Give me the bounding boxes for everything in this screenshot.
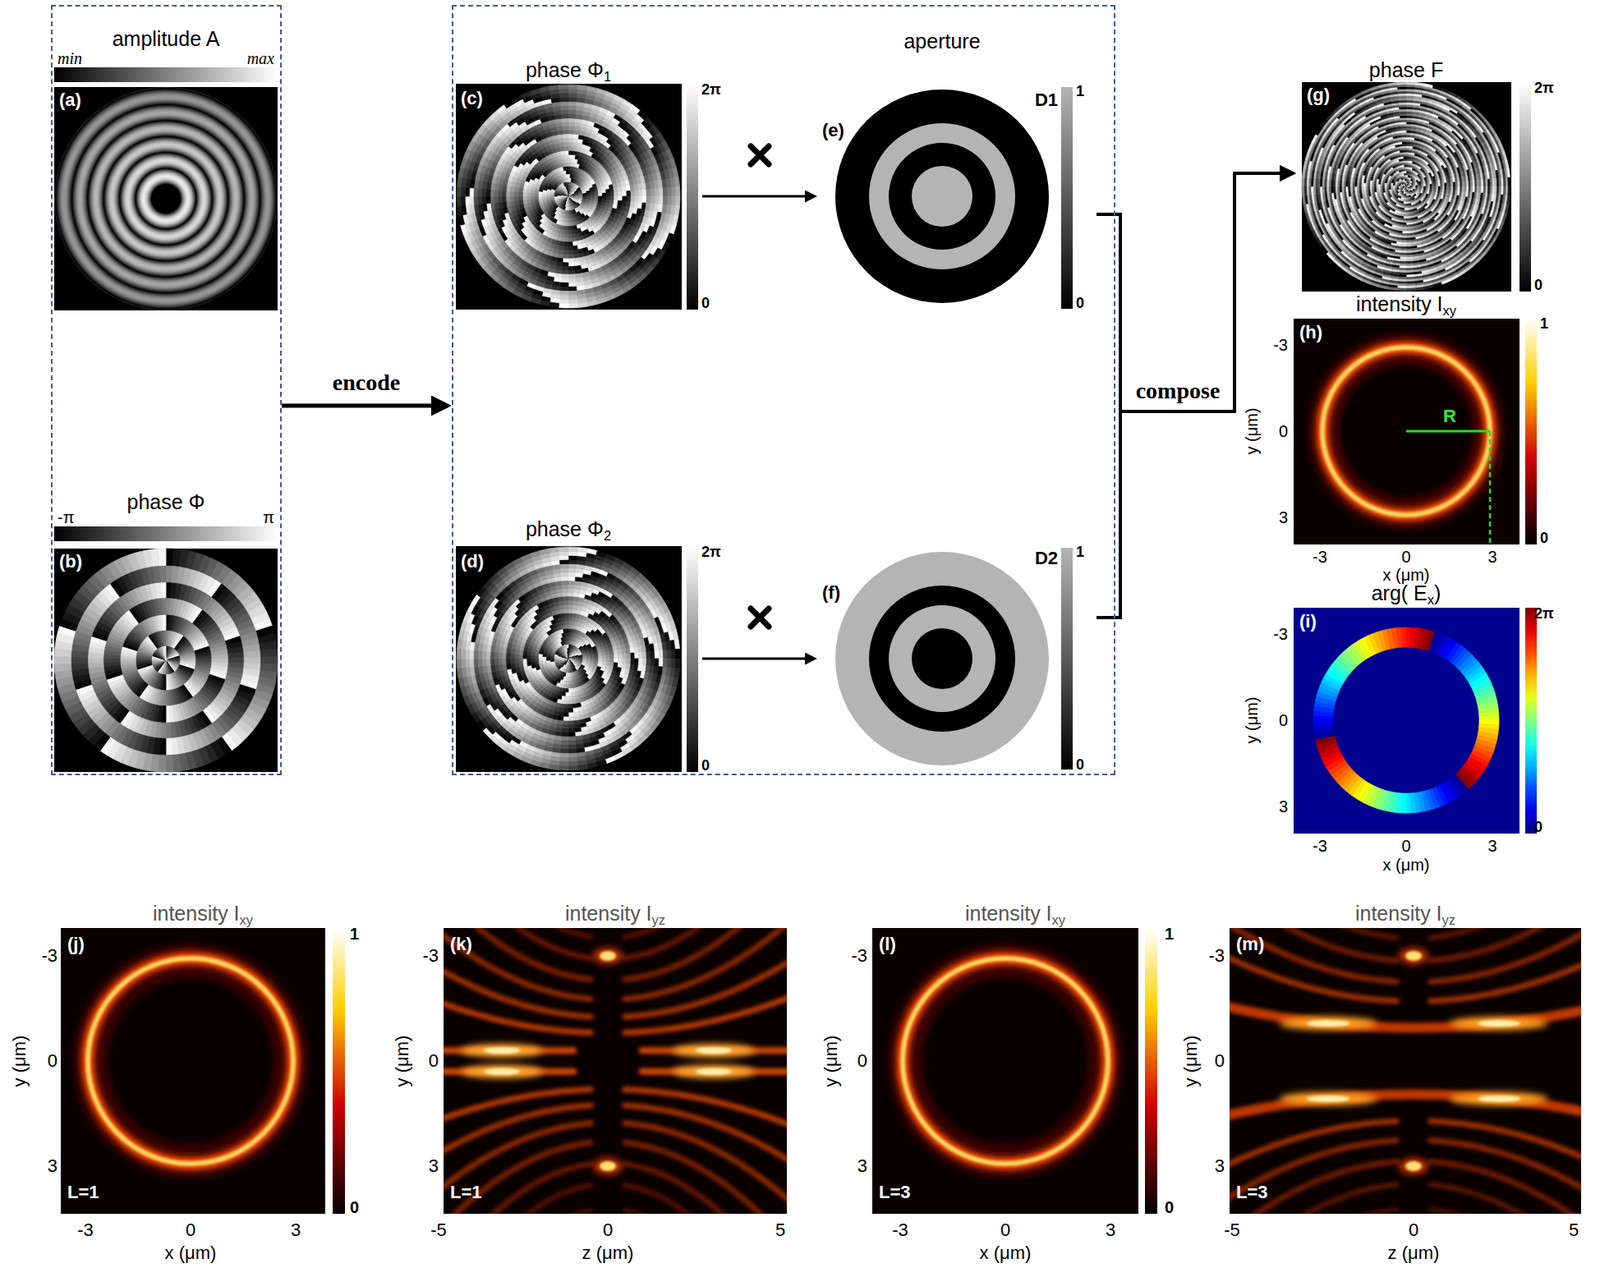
figure-stage: amplitude A(a)phase Φ(b)phase Φ1(c)apert… <box>0 0 1600 1268</box>
